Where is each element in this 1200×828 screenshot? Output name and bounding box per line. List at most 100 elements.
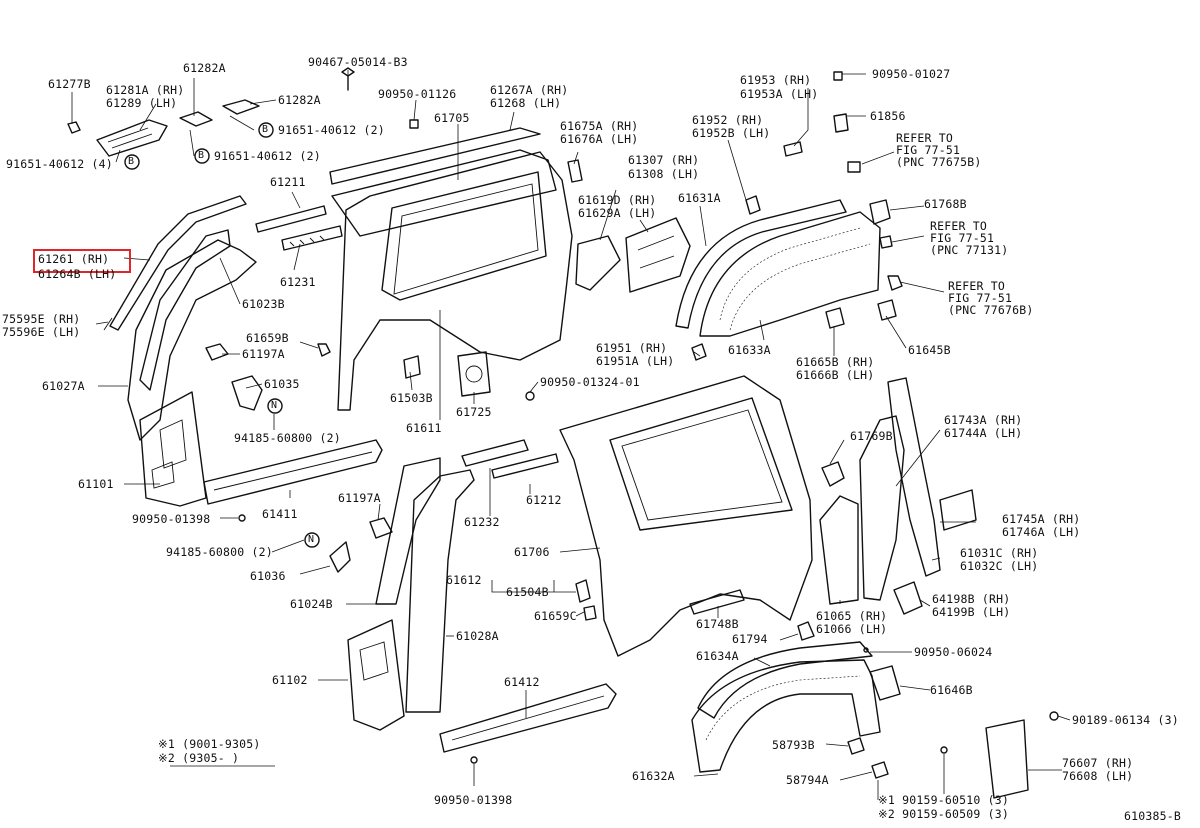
sill-61411 <box>203 439 383 505</box>
label-61031C: 61031C (RH) <box>960 546 1039 560</box>
panel-61101 <box>139 391 207 507</box>
label-61289: 61289 (LH) <box>106 96 178 110</box>
label-61743A: 61743A (RH) <box>944 413 1023 427</box>
quarter-panel-61611 <box>337 151 573 411</box>
label-61633A: 61633A <box>728 343 771 357</box>
label-61768B: 61768B <box>924 197 967 211</box>
label-90950-01398-b: 90950-01398 <box>434 793 513 807</box>
diagram-id: 610385-B <box>1124 809 1181 823</box>
label-refer3-a: REFER TO <box>948 279 1005 293</box>
panel-61065 <box>819 495 859 605</box>
marker-B-2: B <box>198 150 205 161</box>
label-61281A: 61281A (RH) <box>106 83 185 97</box>
marker-B-1: B <box>262 124 269 135</box>
label-61065: 61065 (RH) <box>816 609 888 623</box>
panel-61102 <box>347 619 405 731</box>
label-61745A: 61745A (RH) <box>1002 512 1081 526</box>
pillar-61028A <box>405 469 475 713</box>
cap-61197A-b <box>369 517 393 539</box>
pillar-61031C <box>887 377 941 577</box>
label-61952B: 61952B (LH) <box>692 126 771 140</box>
rail-61212 <box>491 453 559 479</box>
label-90950-01027: 90950-01027 <box>872 67 951 81</box>
label-61504B: 61504B <box>506 585 549 599</box>
label-61411: 61411 <box>262 507 298 521</box>
marker-B-3: B <box>128 156 135 167</box>
label-61744A: 61744A (LH) <box>944 426 1023 440</box>
label-61952: 61952 (RH) <box>692 113 764 127</box>
mudguard-76607 <box>985 719 1029 799</box>
label-91651-a: 91651-40612 (2) <box>278 123 385 137</box>
label-91651-b: 91651-40612 (2) <box>214 149 321 163</box>
label-58793B: 58793B <box>772 738 815 752</box>
note-1: ※1 (9001-9305) <box>158 737 261 751</box>
label-61665B: 61665B (RH) <box>796 355 875 369</box>
label-61282A-right: 61282A <box>278 93 321 107</box>
label-61676A: 61676A (LH) <box>560 132 639 146</box>
bracket-61504B <box>575 579 591 603</box>
label-61412: 61412 <box>504 675 540 689</box>
label-61646B: 61646B <box>930 683 973 697</box>
marker-N-1: N <box>271 400 278 411</box>
label-refer3-b: FIG 77-51 <box>948 291 1013 305</box>
pillar-61023B <box>139 229 231 391</box>
label-94185-top: 94185-60800 (2) <box>234 431 341 445</box>
bracket-61619D <box>625 217 691 293</box>
rail-61211 <box>255 205 327 233</box>
bracket-58794A <box>871 761 889 779</box>
label-61769B: 61769B <box>850 429 893 443</box>
label-61036: 61036 <box>250 569 286 583</box>
bracket-61794 <box>797 621 815 641</box>
marker-N-bottom <box>304 532 320 548</box>
label-61705: 61705 <box>434 111 470 125</box>
bracket-61646B <box>869 665 901 701</box>
label-61953: 61953 (RH) <box>740 73 812 87</box>
rail-61231 <box>281 225 343 251</box>
label-61264B: 61264B (LH) <box>38 267 117 281</box>
label-90159-a: ※1 90159-60510 (3) <box>878 793 1009 807</box>
label-refer2-a: REFER TO <box>930 219 987 233</box>
label-61659C: 61659C <box>534 609 577 623</box>
label-61101: 61101 <box>78 477 114 491</box>
pocket-61675A <box>567 159 583 183</box>
label-61308: 61308 (LH) <box>628 167 700 181</box>
clip-61659B <box>317 343 331 357</box>
label-61211: 61211 <box>270 175 306 189</box>
rail-61232 <box>461 439 529 467</box>
label-61212: 61212 <box>526 493 562 507</box>
bracket-61035 <box>231 375 263 411</box>
label-61951A: 61951A (LH) <box>596 354 675 368</box>
label-61794: 61794 <box>732 632 768 646</box>
label-61725: 61725 <box>456 405 492 419</box>
label-61035: 61035 <box>264 377 300 391</box>
pillar-61024B <box>375 457 441 605</box>
label-90950-06024: 90950-06024 <box>914 645 993 659</box>
screws <box>238 514 1059 764</box>
cap-61197A <box>205 343 229 361</box>
label-61024B: 61024B <box>290 597 333 611</box>
label-61619D: 61619D (RH) <box>578 193 657 207</box>
label-61629A: 61629A (LH) <box>578 206 657 220</box>
label-61027A: 61027A <box>42 379 85 393</box>
wheel-arch-61632A <box>691 659 881 773</box>
label-61634A: 61634A <box>696 649 739 663</box>
label-61856: 61856 <box>870 109 906 123</box>
label-61612: 61612 <box>446 573 482 587</box>
bracket-58793B <box>847 737 865 755</box>
label-90189: 90189-06134 (3) <box>1072 713 1179 727</box>
bracket-61036 <box>329 541 351 573</box>
label-61953A: 61953A (LH) <box>740 87 819 101</box>
label-61232: 61232 <box>464 515 500 529</box>
label-90950-01324: 90950-01324-01 <box>540 375 640 389</box>
label-61748B: 61748B <box>696 617 739 631</box>
label-61197A-top: 61197A <box>242 347 285 361</box>
bracket-61281A <box>96 119 168 157</box>
label-61645B: 61645B <box>908 343 951 357</box>
label-90467: 90467-05014-B3 <box>308 55 408 69</box>
label-90159-b: ※2 90159-60509 (3) <box>878 807 1009 821</box>
quarter-panel-61612 <box>559 375 813 657</box>
bracket-61503B <box>403 355 421 379</box>
bolt-90950-01324 <box>525 391 535 401</box>
pillar-61261 <box>109 195 247 331</box>
label-61102: 61102 <box>272 673 308 687</box>
